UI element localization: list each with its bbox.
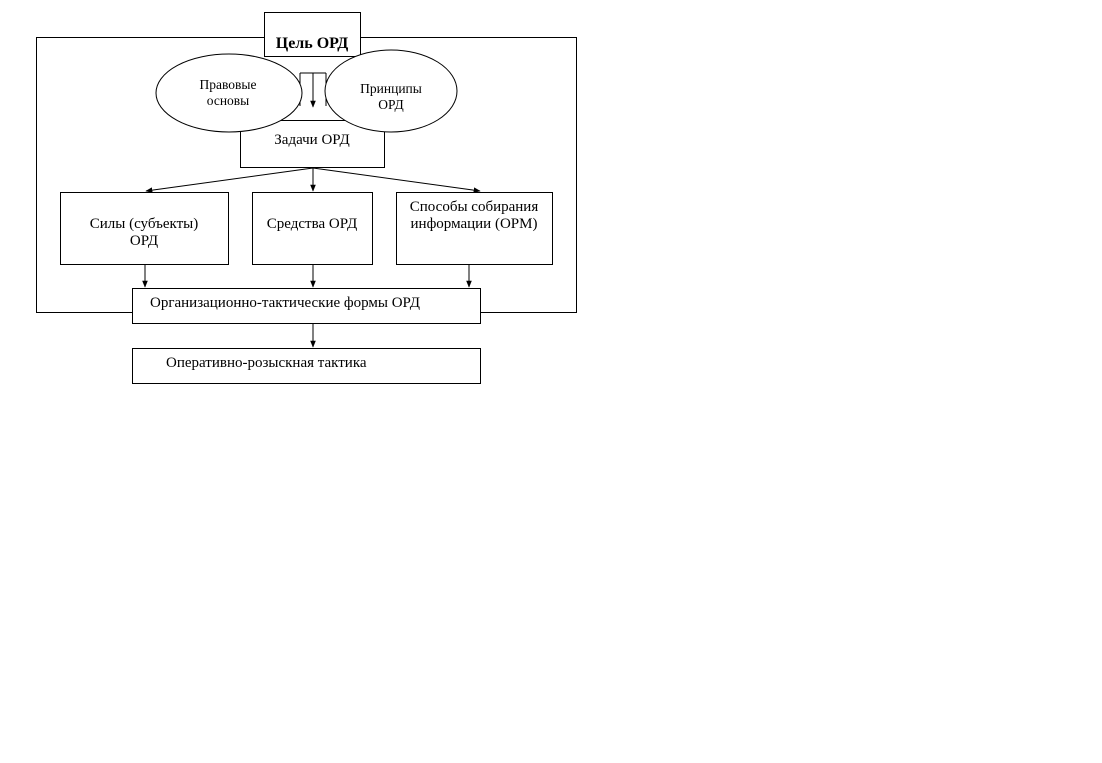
tasks-label: Задачи ОРД: [274, 132, 350, 148]
principles-label: Принципы ОРД: [360, 81, 422, 112]
legal-basis-ellipse: [155, 53, 303, 133]
outer-frame: [36, 37, 577, 313]
goal-box: [264, 12, 361, 57]
ord-tactics-label: Оперативно-розыскная тактика: [166, 355, 367, 371]
tasks-box: [240, 120, 385, 168]
forces-label: Силы (субъекты) ОРД: [89, 216, 199, 249]
methods-box: [396, 192, 553, 265]
tasks-to-methods-arrow: [312, 167, 481, 193]
forces-box: [60, 192, 229, 265]
tasks-to-forces-arrow: [145, 167, 314, 193]
principles-ellipse: [324, 49, 458, 133]
org-tactical-forms-label: Организационно-тактические формы ОРД: [150, 295, 420, 311]
means-box: [252, 192, 373, 265]
goal-label: Цель ОРД: [275, 35, 349, 52]
methods-label: Способы собирания информации (ОРМ): [409, 199, 539, 232]
org-tactical-forms-box: [132, 288, 481, 324]
means-label: Средства ОРД: [266, 216, 358, 232]
ord-tactics-box: [132, 348, 481, 384]
legal-basis-label: Правовые основы: [199, 77, 257, 108]
